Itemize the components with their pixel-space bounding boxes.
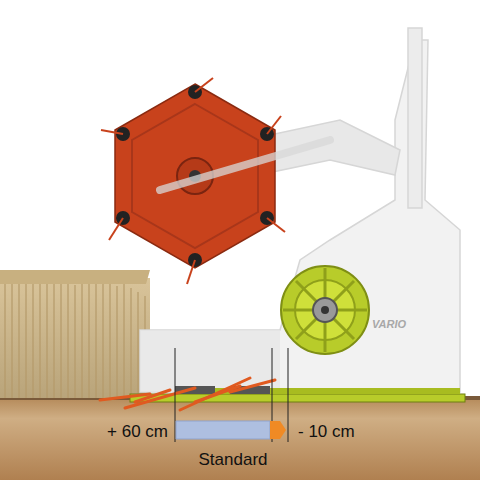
dimension-label: - 10 cm (298, 422, 355, 442)
dimension-label: + 60 cm (107, 422, 168, 442)
range-label: Standard (199, 450, 268, 470)
brand-label: VARIO (372, 318, 406, 330)
